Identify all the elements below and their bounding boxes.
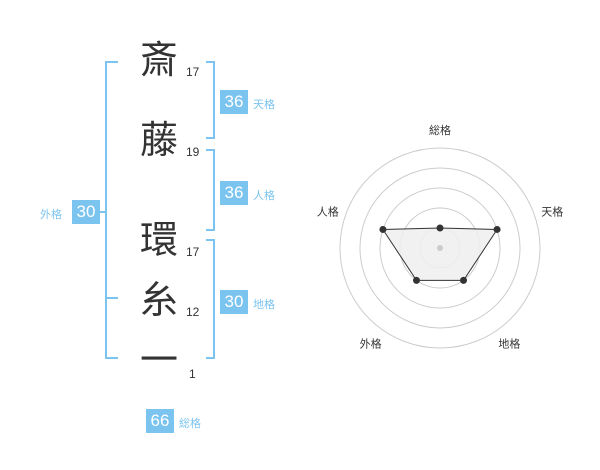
- radar-point-4: [379, 225, 387, 233]
- tenkaku-value-badge: 36: [220, 90, 248, 114]
- radar-grid: [339, 147, 541, 349]
- soukaku-label: 総格: [179, 417, 201, 430]
- name-char-1-strokes: 17: [186, 65, 200, 79]
- name-char-2: 藤: [140, 118, 179, 162]
- radar-point-1: [493, 225, 501, 233]
- jinkaku-bracket: [206, 149, 215, 231]
- name-char-2-strokes: 19: [186, 145, 200, 159]
- radar-points: [379, 224, 501, 284]
- tenkaku-label: 天格: [253, 98, 275, 111]
- gaikaku-label: 外格: [40, 208, 62, 221]
- radar-ring-5: [339, 147, 541, 349]
- name-char-1: 斎: [140, 38, 179, 82]
- gaikaku-bracket: [105, 61, 118, 359]
- radar-axis-label-2: 地格: [498, 336, 520, 350]
- name-char-4: 糸: [140, 278, 179, 322]
- soukaku-value-badge: 66: [146, 409, 174, 433]
- radar-axis-label-0: 総格: [429, 123, 451, 137]
- radar-point-3: [412, 276, 420, 284]
- chikaku-label: 地格: [253, 298, 275, 311]
- name-char-3: 環: [140, 218, 179, 262]
- jinkaku-value-badge: 36: [220, 181, 248, 205]
- name-char-3-strokes: 17: [186, 245, 200, 259]
- chikaku-value-badge: 30: [220, 290, 248, 314]
- tenkaku-bracket: [206, 61, 215, 139]
- name-char-5-strokes: 1: [189, 367, 196, 381]
- radar-center: [437, 245, 443, 251]
- radar-axis-label-4: 人格: [317, 205, 339, 219]
- radar-axis-label-1: 天格: [541, 205, 563, 219]
- radar-area: [381, 227, 499, 281]
- radar-axis-label-3: 外格: [360, 336, 382, 350]
- radar-point-0: [436, 224, 444, 232]
- radar-point-2: [460, 276, 468, 284]
- name-char-4-strokes: 12: [186, 305, 200, 319]
- radar-ring-4: [359, 167, 521, 329]
- gaikaku-value-badge: 30: [72, 200, 100, 224]
- radar-ring-3: [379, 187, 501, 309]
- jinkaku-label: 人格: [253, 189, 275, 202]
- chikaku-bracket: [206, 239, 215, 359]
- name-char-5: 一: [140, 338, 179, 382]
